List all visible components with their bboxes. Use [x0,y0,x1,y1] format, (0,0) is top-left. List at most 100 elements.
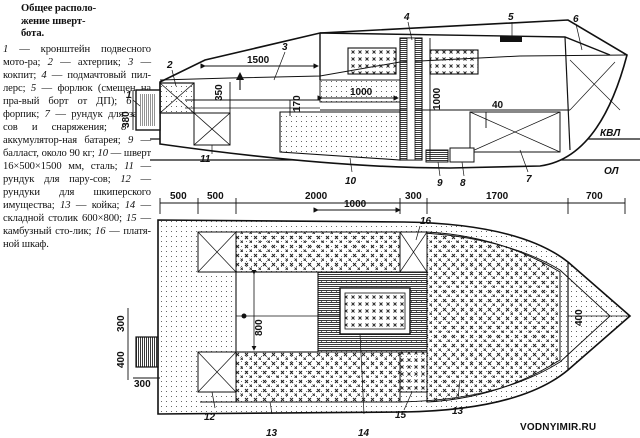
legend-entry-text: форпик; [3,108,40,120]
side-callouts: 1 2 3 4 5 6 7 8 9 10 11 [126,12,583,189]
callout-8: 8 [460,178,466,189]
legend-entry: 9 — балласт, около 90 кг; [3,134,151,159]
legend-entry-number: 5 [30,82,37,94]
legend-entry: 7 — рундук для запа-сов и снаряжения; [3,108,151,133]
legend-entry-text: платя-ной шкаф. [3,226,151,251]
legend-entry-number: 6 [126,95,132,107]
legend-entry-text: шверт 16×500×1500 мм, сталь; [3,147,151,172]
callout-1: 1 [126,90,132,101]
callout-5: 5 [508,12,514,23]
legend-entry: 15 — камбузный сто-лик; [3,213,151,238]
legend-entry: 11 — рундук для пару-сов; [3,160,151,185]
callout-4: 4 [403,12,410,23]
legend-entry-number: 10 [97,147,109,159]
side-view: 1500 350 170 380 1000 1000 40 1 2 3 4 5 [121,12,640,189]
callout-10: 10 [345,176,357,187]
plan-dimensions-left: 300 400 300 [116,308,160,390]
legend-entry-number: 16 [95,226,106,238]
legend-entry: 1 — кронштейн подвесного мото-ра; [3,43,151,68]
legend-entry-number: 4 [41,69,47,81]
plan-bunk-lower [235,351,401,403]
forward-hatch [500,36,522,42]
dim-400-left: 400 [116,351,127,368]
dim-500-aft: 500 [170,191,187,202]
callout-14: 14 [358,428,370,438]
dim-1000-plan: 1000 [344,199,367,210]
legend-entry-number: 3 [128,56,134,68]
legend-entry-number: 12 [120,173,131,185]
centerboard [279,111,401,161]
legend-entry: 13 — койка; [60,200,120,212]
dim-170: 170 [292,95,303,112]
dim-1000-side: 1000 [350,87,373,98]
legend-entry: 4 — подмачтовый пил-лерс; [3,69,151,94]
legend-entry-number: 2 [47,56,53,68]
legend-entry-text: ахтерпик; [77,56,121,68]
dim-700: 700 [586,191,603,202]
legend-entry: 2 — ахтерпик; [47,56,121,68]
legend-title: Общее располо- жение шверт- бота. [3,3,151,41]
callout-12: 12 [204,412,216,423]
ballast [425,149,449,163]
legend-entry: 3 — кокпит; [3,56,151,81]
dim-800: 800 [254,319,265,336]
waterline-ol-label: ОЛ [604,166,620,177]
legend-entries: 1 — кронштейн подвесного мото-ра; 2 — ах… [3,43,151,252]
legend-entry-number: 1 [3,43,9,55]
dim-40: 40 [492,100,504,111]
legend-title-line-2: жение шверт- [21,15,86,27]
dim-1000-vertical: 1000 [432,87,443,110]
legend-entry-number: 14 [124,200,136,212]
legend-entry-text: складной столик 600×800; [3,213,122,225]
plan-bunk-forward [426,231,561,403]
dim-1700: 1700 [486,191,509,202]
legend-entry-text: рундук для пару-сов; [3,173,111,185]
side-dimensions: 1500 350 170 380 1000 1000 40 [121,38,504,160]
plan-view: 500 500 2000 1000 300 1700 700 800 [116,191,632,438]
callout-2: 2 [166,60,173,71]
legend-entry: 14 — складной столик 600×800; [3,200,151,225]
legend-entry-text: кокпит; [3,69,37,81]
plan-outboard-bracket [135,336,159,368]
plan-dimensions-top: 500 500 2000 1000 300 1700 700 [159,191,626,214]
callout-15: 15 [395,410,407,421]
callout-13-forward: 13 [452,406,464,417]
dim-1500: 1500 [247,55,270,66]
dim-400-right: 400 [574,309,585,326]
legend: Общее располо- жение шверт- бота. 1 — кр… [3,3,151,251]
callout-11: 11 [200,154,211,165]
legend-entry: 5 — форлюк (смещен на пра-вый борт от ДП… [3,82,151,107]
waterline-kvl-label: КВЛ [600,128,621,139]
dim-350: 350 [214,84,225,101]
legend-entry-text: форлюк (смещен на пра-вый борт от ДП); [3,82,151,107]
callout-13-lower: 13 [266,428,278,438]
watermark: VODNYIMIR.RU [520,422,596,433]
legend-entry-number: 13 [60,200,71,212]
legend-entry: 12 — рундуки для шкиперского имущества; [3,173,151,212]
legend-entry-text: рундук для запа-сов и снаряжения; [3,108,151,133]
callout-9: 9 [437,178,443,189]
dim-2000: 2000 [305,191,328,202]
legend-entry-text: балласт, около 90 кг; [3,147,95,159]
plan-galley-table [399,351,428,393]
legend-entry: 10 — шверт 16×500×1500 мм, сталь; [3,147,151,172]
legend-entry-text: рундуки для шкиперского имущества; [3,187,151,212]
legend-entry: 16 — платя-ной шкаф. [3,226,151,251]
cabin-panel-2 [429,49,479,75]
legend-entry-number: 8 [121,121,127,133]
legend-entry-number: 9 [127,134,134,146]
battery [449,147,475,163]
cabin-panel-1 [347,47,397,75]
plan-cockpit [235,271,319,353]
legend-entry-text: камбузный сто-лик; [3,226,92,238]
legend-entry-text: аккумулятор-ная батарея; [3,134,121,146]
legend-entry-number: 15 [126,213,137,225]
legend-entry-text: подмачтовый пил-лерс; [3,69,151,94]
outboard-bracket-inner [140,94,156,126]
legend-entry-number: 7 [44,108,50,120]
plan-bunk-upper [235,231,401,273]
plan-callouts: 12 13 14 15 13 16 [204,216,464,438]
legend-entry-number: 11 [124,160,134,172]
callout-7: 7 [526,174,532,185]
